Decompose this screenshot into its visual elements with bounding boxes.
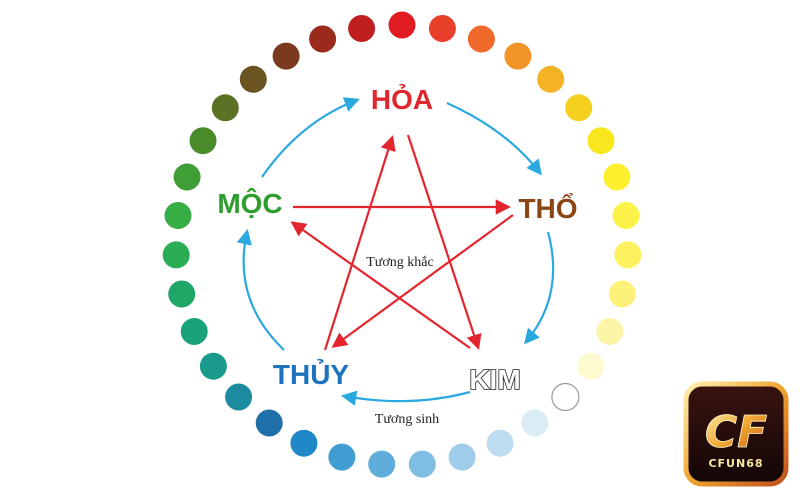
ring-dot	[168, 280, 196, 308]
ring-dot	[587, 127, 615, 155]
logo-mark: CF	[705, 407, 767, 458]
cfun68-logo: CF CFUN68	[683, 381, 789, 487]
center-label: Tương khắc	[366, 255, 433, 270]
ring-dot	[614, 241, 642, 269]
arrow-tho-to-thuy	[331, 214, 514, 348]
ring-dot	[504, 42, 532, 70]
arrow-kim-to-moc	[290, 221, 471, 349]
ring-dot	[467, 25, 495, 53]
ring-dot	[272, 42, 300, 70]
ring-dot	[608, 280, 636, 308]
ring-dot	[173, 163, 201, 191]
ring-dot	[603, 163, 631, 191]
arrow-kim-to-thuy	[340, 390, 471, 406]
element-label-hoa: HỎA	[371, 83, 433, 115]
cycle-label: Tương sinh	[375, 412, 439, 427]
arrow-thuy-to-hoa	[323, 135, 396, 351]
ring-dot	[199, 352, 227, 380]
ring-dot	[565, 94, 593, 122]
ring-dot	[388, 11, 416, 39]
ring-dot	[596, 318, 624, 345]
ring-dot	[486, 429, 514, 457]
ring-dot	[577, 352, 605, 380]
color-dot-ring	[162, 11, 642, 478]
element-label-kim: KIM	[469, 364, 520, 395]
ring-dot	[328, 443, 356, 471]
ring-dot	[255, 409, 283, 437]
ring-dot	[211, 94, 239, 122]
ring-dot	[551, 382, 580, 412]
arrow-tho-to-kim	[524, 231, 555, 345]
ring-dot	[521, 409, 549, 437]
arrow-hoa-to-tho	[446, 101, 542, 176]
overcoming-star-arrows	[290, 134, 514, 351]
ring-dot	[239, 65, 267, 93]
ring-dot	[180, 318, 208, 345]
element-label-thuy: THỦY	[273, 358, 350, 390]
ring-dot	[448, 443, 476, 471]
generating-cycle-arrows	[236, 97, 555, 406]
ring-dot	[290, 429, 318, 457]
ring-dot	[189, 127, 217, 155]
arrow-hoa-to-kim	[406, 134, 482, 350]
arrow-thuy-to-moc	[236, 228, 285, 351]
logo-subtext: CFUN68	[708, 457, 763, 470]
ring-dot	[309, 25, 337, 53]
ring-dot	[537, 65, 565, 93]
ring-dot	[348, 15, 376, 42]
ring-dot	[408, 450, 436, 478]
ring-dot	[164, 202, 192, 229]
arrow-moc-to-hoa	[261, 97, 360, 178]
ring-dot	[162, 241, 190, 269]
ring-dot	[368, 450, 396, 478]
ring-dot	[612, 202, 640, 229]
ring-dot	[428, 15, 456, 42]
ring-dot	[225, 383, 253, 411]
element-label-moc: MỘC	[217, 187, 282, 219]
element-label-tho: THỔ	[518, 193, 577, 224]
